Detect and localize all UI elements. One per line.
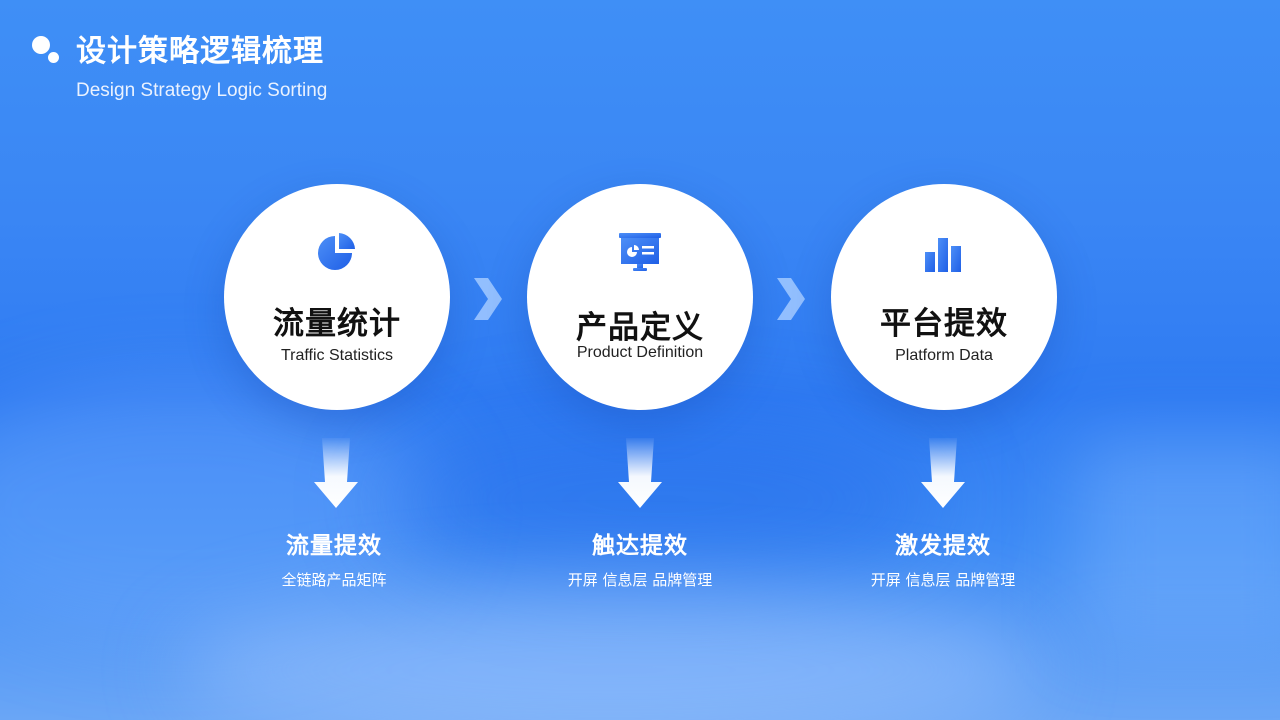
- step-circle-platform: 平台提效 Platform Data: [831, 184, 1057, 410]
- chevron-right-icon: [777, 278, 805, 320]
- down-arrow-icon: [618, 438, 662, 508]
- header-dots-icon: [32, 36, 62, 66]
- result-title: 触达提效: [592, 533, 688, 559]
- chevron-right-icon: [474, 278, 502, 320]
- page-title: 设计策略逻辑梳理: [76, 34, 324, 69]
- step-title: 产品定义: [576, 310, 704, 346]
- pie-chart-icon: [318, 233, 355, 270]
- step-subtitle: Traffic Statistics: [280, 347, 394, 364]
- result-description: 开屏 信息层 品牌管理: [567, 571, 713, 589]
- bar-chart-icon: [925, 238, 961, 272]
- down-arrow-icon: [921, 438, 965, 508]
- result-description: 全链路产品矩阵: [281, 571, 387, 589]
- result-title: 激发提效: [895, 533, 991, 559]
- result-title: 流量提效: [286, 533, 382, 559]
- presentation-board-icon: [619, 233, 661, 271]
- result-description: 开屏 信息层 品牌管理: [870, 571, 1016, 589]
- step-title: 平台提效: [880, 306, 1008, 342]
- step-title: 流量统计: [273, 306, 401, 342]
- step-circle-product: 产品定义 Product Definition: [527, 184, 753, 410]
- page-subtitle: Design Strategy Logic Sorting: [76, 80, 328, 101]
- down-arrow-icon: [314, 438, 358, 508]
- step-subtitle: Product Definition: [576, 344, 704, 361]
- step-circle-traffic: 流量统计 Traffic Statistics: [224, 184, 450, 410]
- step-subtitle: Platform Data: [895, 347, 993, 364]
